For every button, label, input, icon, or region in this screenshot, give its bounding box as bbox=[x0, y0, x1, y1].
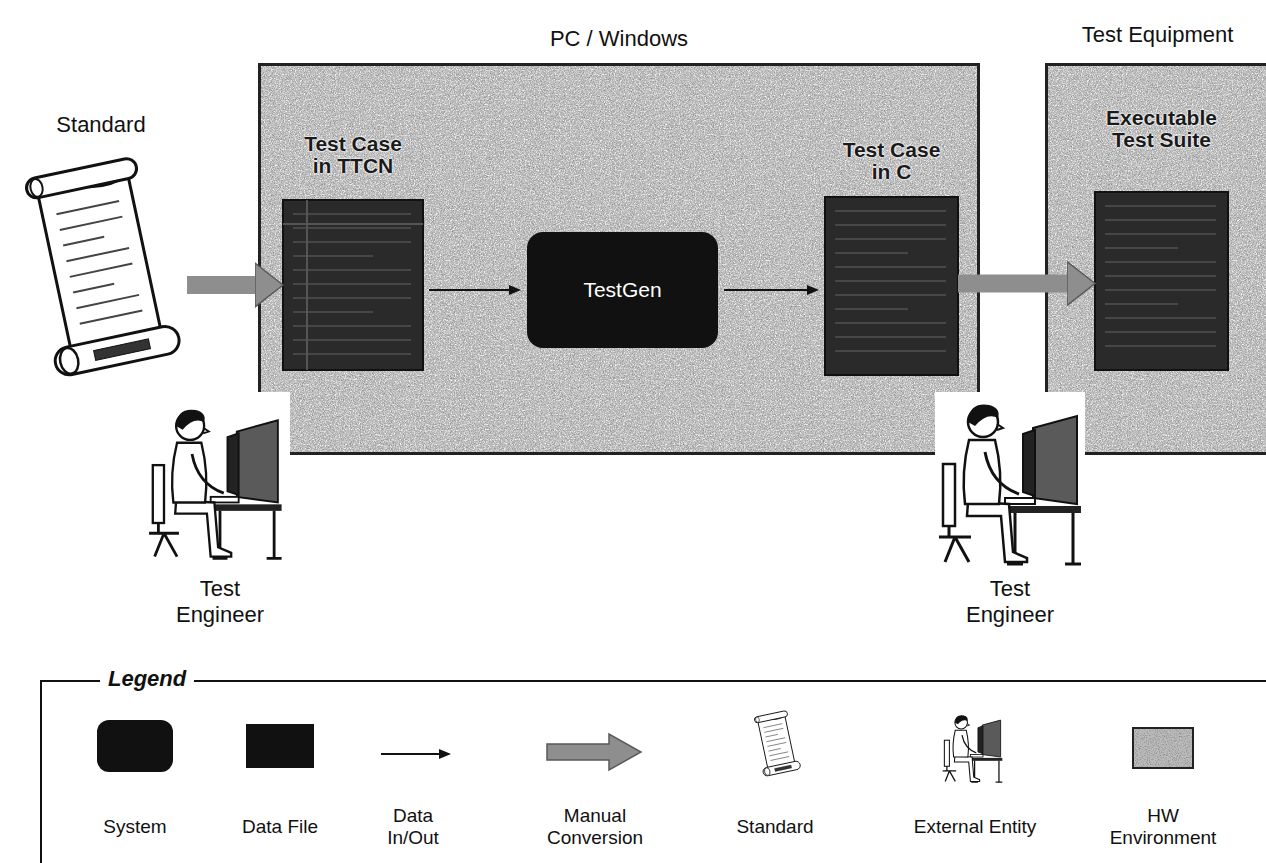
legend-box: LegendSystemData FileData In/OutManual C… bbox=[40, 680, 1266, 863]
file-heading: Test Case in C bbox=[836, 139, 948, 184]
scroll-icon bbox=[15, 152, 187, 394]
legend-text-box: Data File bbox=[190, 798, 370, 856]
legend-swatch bbox=[1073, 712, 1253, 782]
data-flow-arrow bbox=[429, 289, 509, 291]
legend-text-box: Manual Conversion bbox=[505, 798, 685, 856]
manual-conversion-arrow bbox=[958, 275, 1067, 293]
environment-heading: Test Equipment bbox=[1053, 23, 1263, 47]
environment-heading: PC / Windows bbox=[359, 27, 879, 51]
external-entity: Test Engineer bbox=[150, 392, 290, 632]
legend-swatch bbox=[190, 712, 370, 782]
legend-text-box: System bbox=[45, 798, 225, 856]
legend-swatch bbox=[323, 712, 503, 782]
standard-label: Standard bbox=[15, 112, 187, 138]
legend-label: Manual Conversion bbox=[539, 805, 651, 849]
legend-text-box: Data In/Out bbox=[323, 798, 503, 856]
legend-swatch bbox=[505, 712, 685, 782]
entity-label: Test Engineer bbox=[952, 576, 1068, 629]
legend-swatch bbox=[885, 712, 1065, 782]
legend-label: Data File bbox=[242, 816, 318, 838]
legend-label: HW Environment bbox=[1098, 805, 1228, 849]
data-file-shape bbox=[825, 197, 958, 375]
data-file-box: Test Case in TTCN bbox=[283, 200, 423, 370]
entity-label: Test Engineer bbox=[162, 576, 278, 629]
legend-text-box: Standard bbox=[685, 798, 865, 856]
engineer-icon bbox=[150, 392, 290, 570]
legend-label: Standard bbox=[736, 816, 813, 838]
legend-label: Data In/Out bbox=[375, 805, 451, 849]
legend-text-box: HW Environment bbox=[1073, 798, 1253, 856]
data-file-shape bbox=[1095, 192, 1228, 370]
system-label: TestGen bbox=[583, 278, 661, 302]
engineer-icon bbox=[935, 392, 1085, 570]
standard-document: Standard bbox=[15, 112, 187, 394]
legend-text-box: External Entity bbox=[885, 798, 1065, 856]
legend-label: System bbox=[103, 816, 166, 838]
manual-conversion-arrow bbox=[187, 276, 255, 294]
legend-swatch bbox=[45, 712, 225, 782]
data-file-box: Executable Test Suite bbox=[1095, 192, 1228, 370]
system-box: TestGen bbox=[527, 232, 718, 348]
hw-environment-box: PC / WindowsTest Case in TTCNTestGenTest… bbox=[258, 63, 980, 455]
data-flow-arrow bbox=[724, 289, 807, 291]
file-heading: Test Case in TTCN bbox=[297, 133, 409, 178]
file-heading: Executable Test Suite bbox=[1094, 107, 1230, 152]
legend-label: External Entity bbox=[914, 816, 1037, 838]
external-entity: Test Engineer bbox=[935, 392, 1085, 632]
data-file-shape bbox=[283, 200, 423, 370]
legend-title: Legend bbox=[100, 666, 194, 692]
data-file-box: Test Case in C bbox=[825, 197, 958, 375]
legend-swatch bbox=[685, 712, 865, 782]
